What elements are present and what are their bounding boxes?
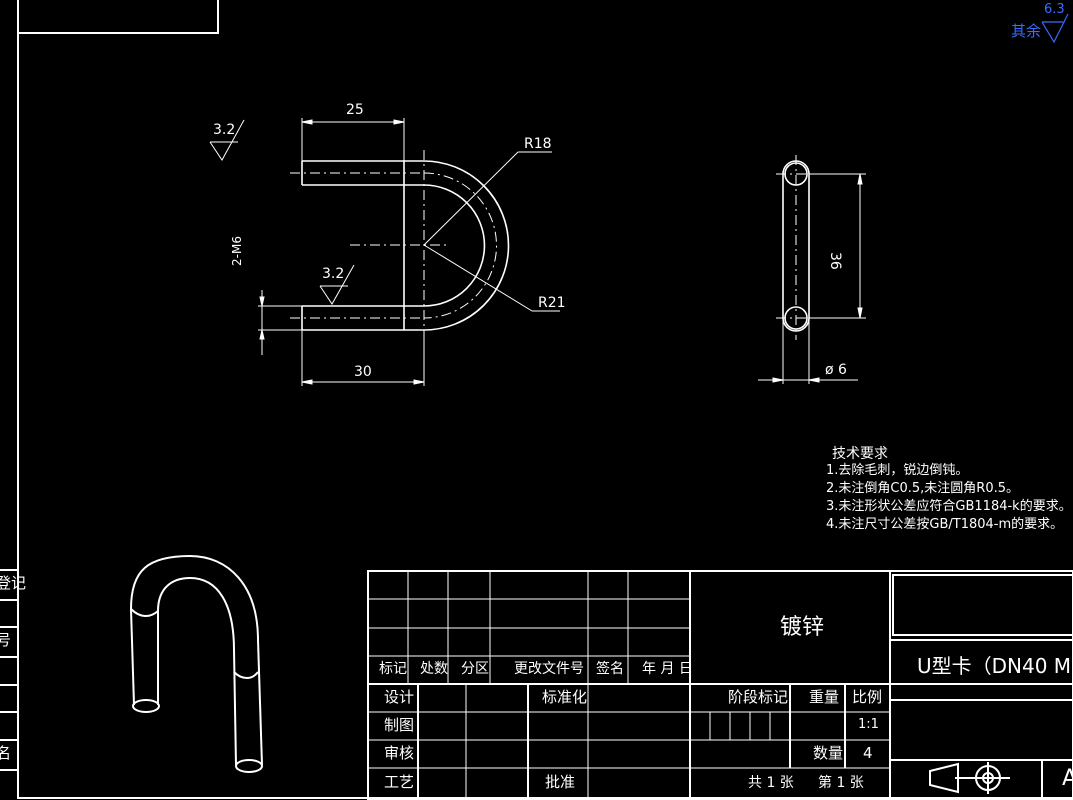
general-roughness-symbol [1041, 13, 1069, 44]
u-bolt-isometric-view [130, 554, 263, 773]
tech-req-item: 3.未注形状公差应符合GB1184-k的要求。 [826, 499, 1072, 514]
role-design: 设计 [384, 688, 415, 706]
sheet-total: 共 1 张 [748, 775, 794, 791]
dim-diameter-label: ø 6 [825, 362, 847, 378]
tech-req-title: 技术要求 [832, 446, 888, 462]
tech-req-item: 4.未注尺寸公差按GB/T1804-m的要求。 [826, 517, 1064, 532]
general-roughness-value: 6.3 [1044, 2, 1065, 17]
dim-top-width-label: 25 [346, 102, 364, 118]
rev-header-count: 处数 [420, 661, 448, 677]
quantity-label: 数量 [813, 744, 844, 762]
dim-bottom-width-label: 30 [354, 364, 372, 380]
role-process: 工艺 [384, 773, 415, 791]
rev-header-doc-number: 更改文件号 [514, 661, 584, 677]
dim-height-label: 36 [827, 252, 843, 270]
roughness-bottom-label: 3.2 [322, 266, 345, 282]
dim-outer-radius-label: R21 [538, 295, 566, 311]
title-block-grid [367, 570, 1073, 800]
quantity-value: 4 [863, 744, 873, 762]
surface-treatment: 镀锌 [780, 615, 825, 640]
dim-inner-radius-label: R18 [524, 136, 552, 152]
left-strip-label: 登记 [0, 574, 27, 592]
scale-value: 1:1 [858, 717, 879, 732]
left-binding-strip [0, 569, 18, 771]
drawing-border [17, 0, 1073, 799]
reference-box [17, 0, 219, 34]
part-name: U型卡（DN40 M8） [917, 654, 1073, 678]
left-strip-label: 名 [0, 744, 12, 762]
dimension-36 [809, 173, 866, 319]
role-review: 审核 [384, 744, 415, 762]
roughness-top-label: 3.2 [213, 122, 236, 138]
first-angle-projection-symbol [929, 762, 1010, 794]
u-bolt-side-view [782, 160, 810, 332]
side-view-centerlines [776, 155, 816, 340]
left-strip-label: 号 [0, 631, 12, 649]
dimension-30 [301, 330, 425, 386]
weight-label: 重量 [809, 688, 840, 706]
rev-header-mark: 标记 [379, 661, 407, 677]
roughness-symbol-bottom [319, 264, 355, 305]
general-roughness-label: 其余 [1011, 22, 1042, 40]
tech-req-item: 2.未注倒角C0.5,未注圆角R0.5。 [826, 481, 1019, 496]
radius-leaders [423, 151, 560, 312]
approval-label: 批准 [545, 773, 576, 791]
u-bolt-front-view [301, 160, 510, 331]
sheet-number: 第 1 张 [818, 775, 864, 791]
front-view-centerlines [290, 150, 497, 345]
sheet-size: A [1062, 766, 1073, 791]
dimension-25 [301, 118, 405, 161]
role-drafting: 制图 [384, 716, 415, 734]
stage-mark-label: 阶段标记 [728, 688, 789, 706]
dimension-thread [258, 290, 302, 355]
rev-header-date: 年 月 日 [642, 661, 693, 677]
dimension-diameter [758, 318, 858, 384]
scale-label: 比例 [852, 688, 883, 706]
standardization-label: 标准化 [542, 688, 588, 706]
dim-thread-label: 2-M6 [230, 236, 244, 266]
tech-req-item: 1.去除毛刺，锐边倒钝。 [826, 463, 969, 478]
roughness-symbol-top [209, 119, 245, 161]
rev-header-zone: 分区 [461, 661, 489, 677]
rev-header-signature: 签名 [596, 661, 624, 677]
